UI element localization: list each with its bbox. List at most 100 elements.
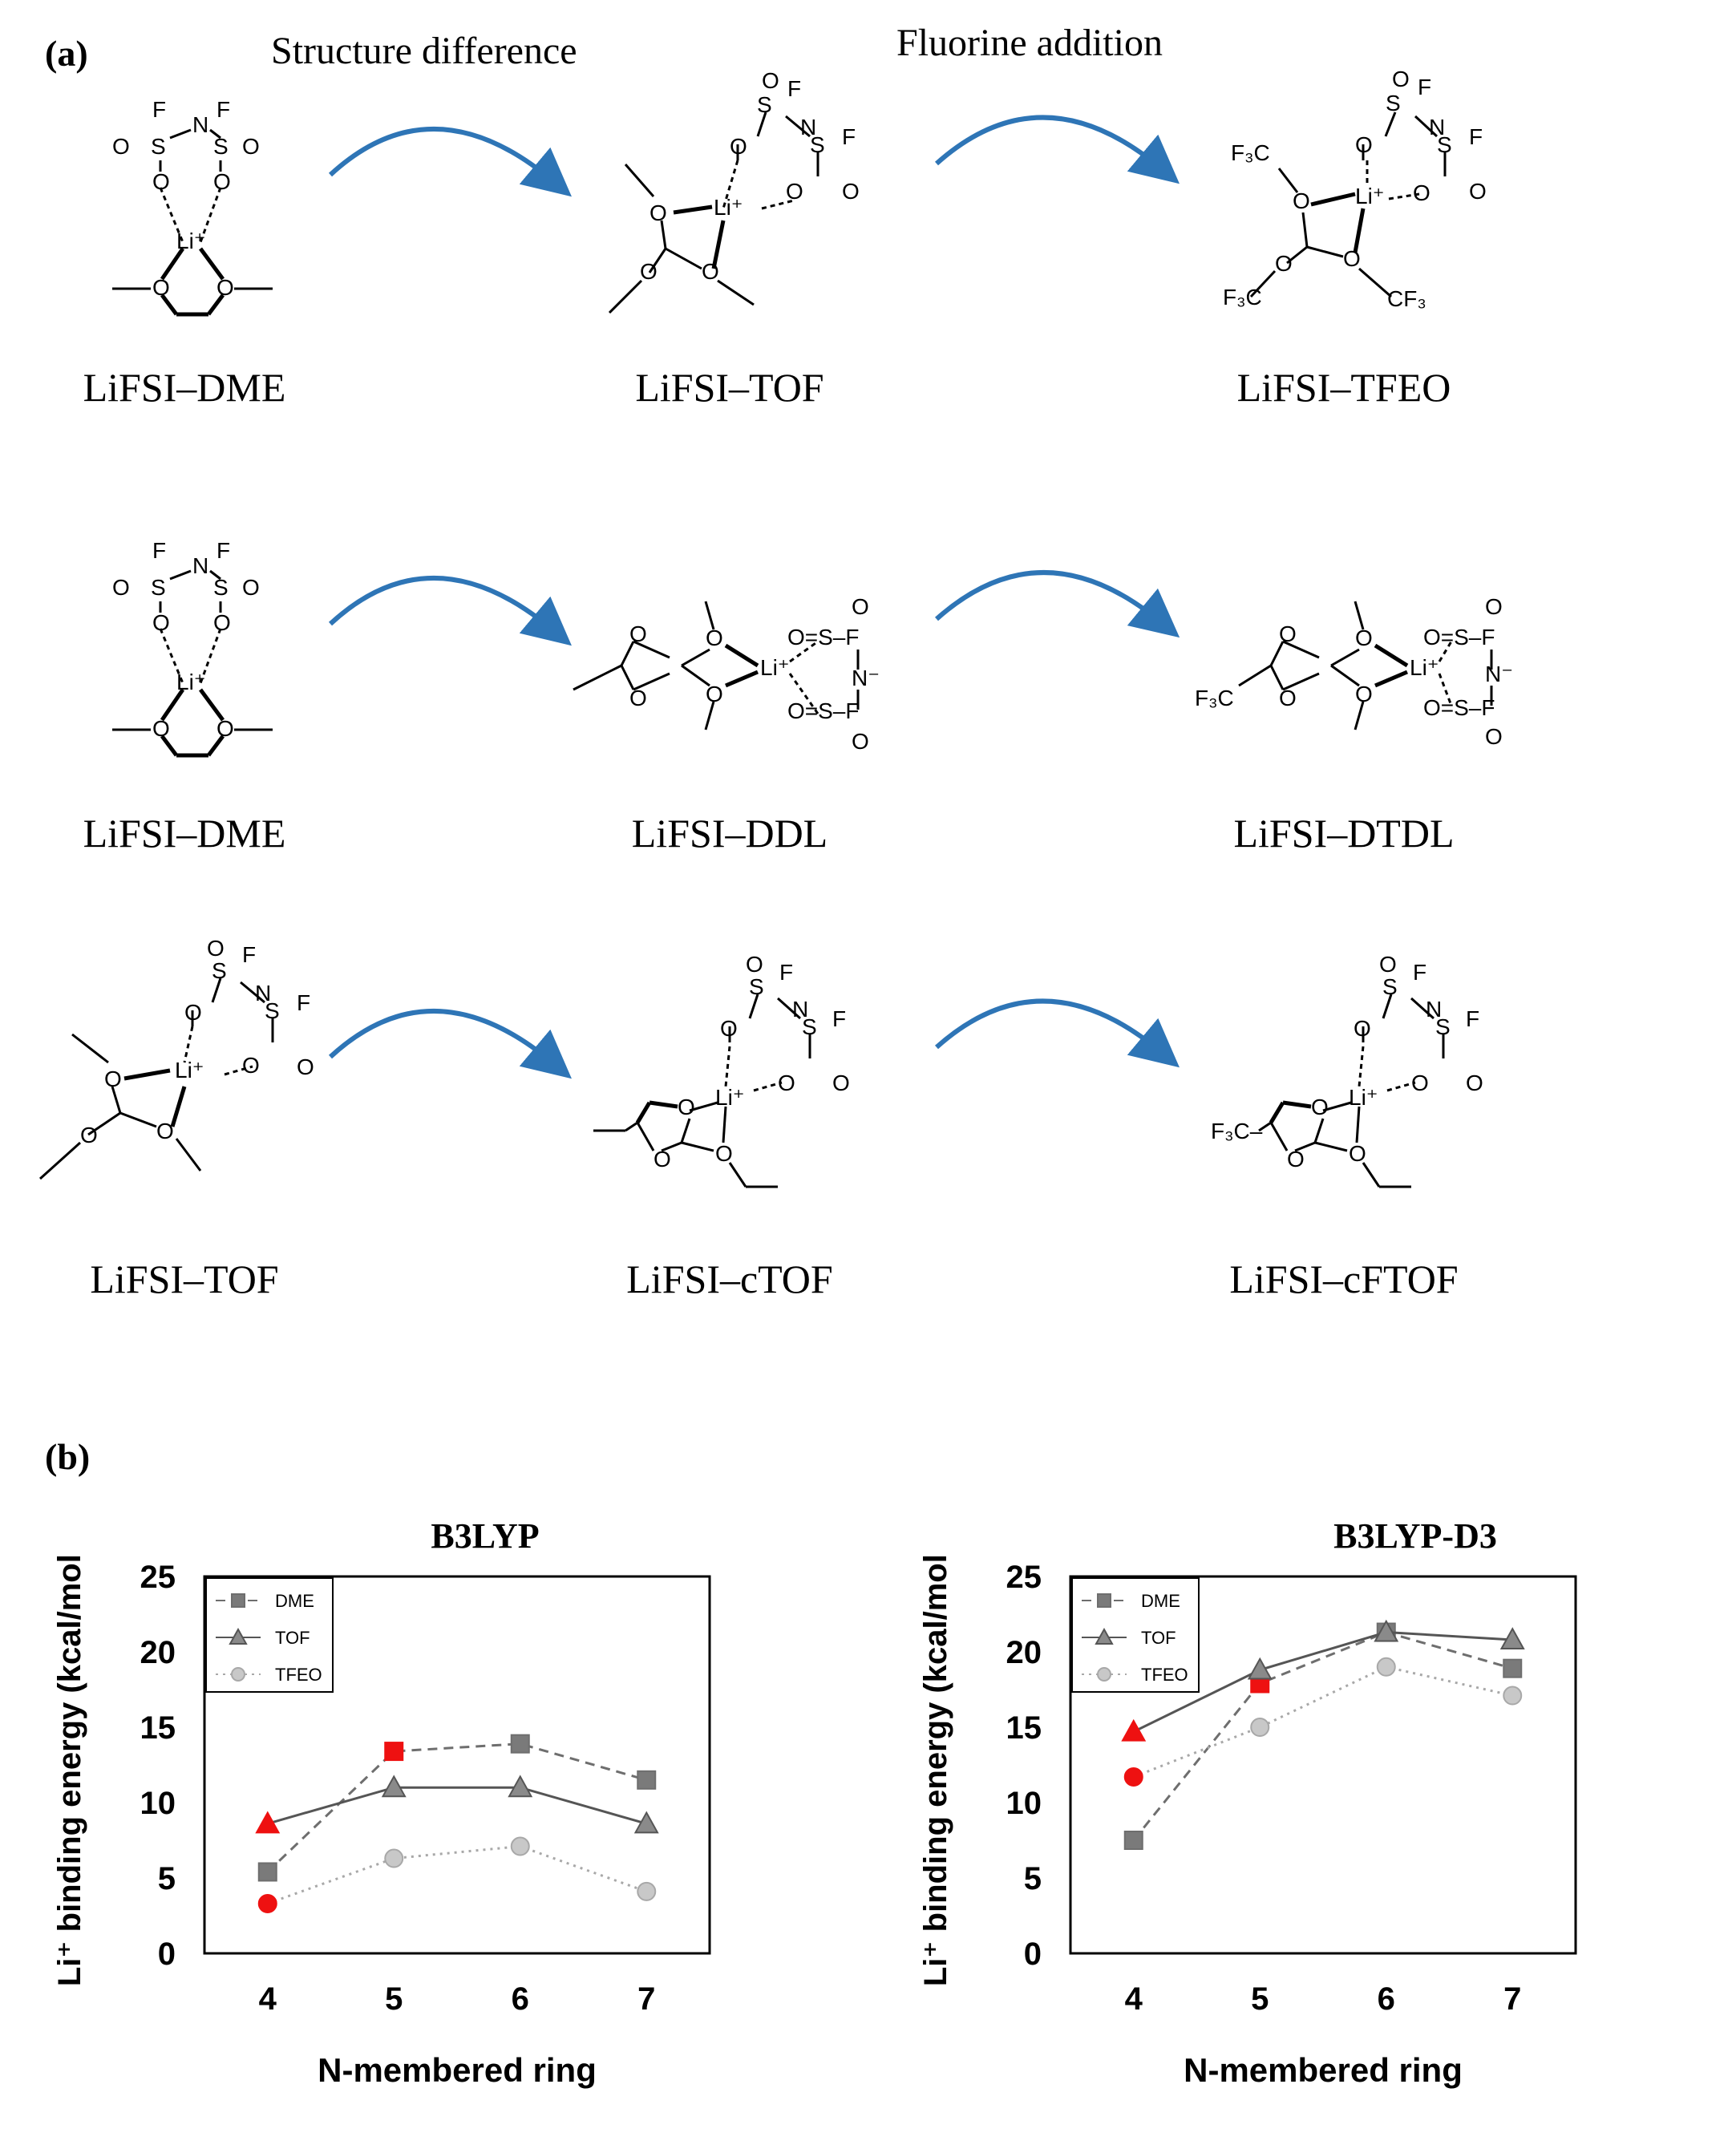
chart-0-legend-label: TFEO xyxy=(275,1665,322,1685)
svg-text:S: S xyxy=(1382,974,1398,999)
svg-text:O: O xyxy=(156,1119,174,1143)
chart-0-point-tfeo xyxy=(637,1881,657,1901)
svg-text:O: O xyxy=(1279,621,1297,646)
arrow-row3-b xyxy=(935,998,1180,1068)
label-lifsi-dme-row1: LiFSI–DME xyxy=(83,365,286,410)
svg-text:F: F xyxy=(152,538,166,563)
svg-text:O: O xyxy=(112,575,130,600)
chart-1-title: B3LYP xyxy=(431,1516,540,1556)
svg-text:O=S–F: O=S–F xyxy=(787,625,859,650)
svg-text:S: S xyxy=(151,134,166,159)
chart-0-ytick: 25 xyxy=(140,1560,176,1595)
svg-text:O: O xyxy=(842,179,860,204)
chart-0-plot-frame xyxy=(203,1575,711,1955)
svg-text:O: O xyxy=(207,936,225,961)
arrow-row2-b xyxy=(935,570,1180,638)
svg-text:O: O xyxy=(1355,132,1373,157)
chart-1-xlabel: N-membered ring xyxy=(1184,2051,1463,2089)
svg-text:N: N xyxy=(800,115,816,140)
svg-text:O: O xyxy=(778,1070,795,1095)
chart-1-series-dme-line xyxy=(1132,1630,1513,1841)
chart-1-point-tfeo xyxy=(1503,1686,1523,1706)
svg-text:O: O xyxy=(216,716,234,741)
chart-0-point-dme xyxy=(384,1742,404,1762)
svg-text:O=S–F: O=S–F xyxy=(787,698,859,723)
chart-0-ytick: 0 xyxy=(158,1937,176,1972)
chart-0-point-tof xyxy=(508,1775,533,1798)
chart-2-title: B3LYP-D3 xyxy=(1333,1516,1497,1556)
arrow-row3-a xyxy=(328,1008,572,1079)
chart-1-xtick: 6 xyxy=(1378,1981,1395,2017)
svg-text:O: O xyxy=(706,682,723,706)
svg-text:Li⁺: Li⁺ xyxy=(715,1085,745,1110)
chart-1-legend-marker xyxy=(1097,1593,1111,1608)
chart-0-legend-marker xyxy=(231,1667,245,1682)
chart-0-xlabel: N-membered ring xyxy=(318,2051,597,2089)
svg-text:N: N xyxy=(1429,115,1445,140)
svg-text:O: O xyxy=(112,134,130,159)
svg-text:S: S xyxy=(265,998,280,1023)
svg-text:O: O xyxy=(242,134,260,159)
label-lifsi-tof-row3: LiFSI–TOF xyxy=(90,1257,279,1301)
svg-text:O: O xyxy=(786,179,803,204)
panel-b-letter: (b) xyxy=(45,1436,91,1477)
svg-text:Li⁺: Li⁺ xyxy=(1349,1085,1378,1110)
chart-0-point-tfeo xyxy=(510,1836,530,1856)
svg-text:F: F xyxy=(1466,1006,1479,1031)
chart-1-plot-frame xyxy=(1069,1575,1577,1955)
svg-text:O: O xyxy=(1466,1070,1483,1095)
svg-text:S: S xyxy=(213,134,229,159)
svg-text:F: F xyxy=(216,97,230,122)
svg-text:CF₃: CF₃ xyxy=(1387,286,1426,311)
chart-1-xtick: 7 xyxy=(1503,1981,1521,2017)
chart-1-ytick: 20 xyxy=(1006,1635,1042,1670)
chart-1-ytick: 25 xyxy=(1006,1560,1042,1595)
chart-1-point-tfeo xyxy=(1250,1718,1270,1737)
svg-text:S: S xyxy=(810,132,825,157)
svg-text:O: O xyxy=(1469,179,1487,204)
svg-text:Li⁺: Li⁺ xyxy=(176,229,206,253)
svg-text:O: O xyxy=(832,1070,850,1095)
svg-text:F: F xyxy=(1418,75,1431,99)
svg-text:O: O xyxy=(1485,594,1503,619)
svg-text:O: O xyxy=(213,610,231,635)
svg-text:O: O xyxy=(640,259,658,284)
label-lifsi-dme-row2: LiFSI–DME xyxy=(83,811,286,856)
svg-text:F: F xyxy=(242,942,256,967)
chart-0-ytick: 5 xyxy=(158,1861,176,1896)
molecule-lifsi-ddl: OO OO Li⁺ O=S–FO N⁻ O=S–FO xyxy=(573,594,880,754)
svg-text:O: O xyxy=(152,169,170,194)
chart-0-ylabel: Li⁺ binding energy (kcal/mol) xyxy=(52,1556,87,1986)
svg-text:O: O xyxy=(1311,1095,1329,1119)
chart-0-series-dme-line xyxy=(266,1742,647,1873)
svg-text:O: O xyxy=(852,594,869,619)
svg-text:F: F xyxy=(832,1006,846,1031)
svg-text:S: S xyxy=(1386,91,1401,115)
chart-0-xtick: 6 xyxy=(512,1981,529,2017)
svg-text:O: O xyxy=(746,952,763,977)
svg-text:Li⁺: Li⁺ xyxy=(175,1058,204,1083)
chart-1-point-tof xyxy=(1121,1718,1147,1742)
chart-1-point-tfeo xyxy=(1376,1657,1396,1677)
svg-text:Li⁺: Li⁺ xyxy=(714,195,743,220)
svg-text:Li⁺: Li⁺ xyxy=(760,655,790,680)
svg-text:O: O xyxy=(702,259,719,284)
svg-text:F₃C–: F₃C– xyxy=(1211,1119,1263,1143)
svg-text:S: S xyxy=(1437,132,1452,157)
heading-structure-difference: Structure difference xyxy=(271,30,577,72)
svg-text:O: O xyxy=(1343,246,1361,271)
svg-text:Li⁺: Li⁺ xyxy=(1355,184,1385,208)
svg-text:O: O xyxy=(1287,1147,1305,1172)
svg-text:F: F xyxy=(842,124,856,149)
chart-0-point-dme xyxy=(257,1862,277,1882)
chart-1-ytick: 0 xyxy=(1024,1937,1042,1972)
chart-1-legend-marker xyxy=(1095,1627,1114,1645)
chart-1-point-tfeo xyxy=(1123,1767,1143,1787)
svg-text:S: S xyxy=(212,958,227,983)
